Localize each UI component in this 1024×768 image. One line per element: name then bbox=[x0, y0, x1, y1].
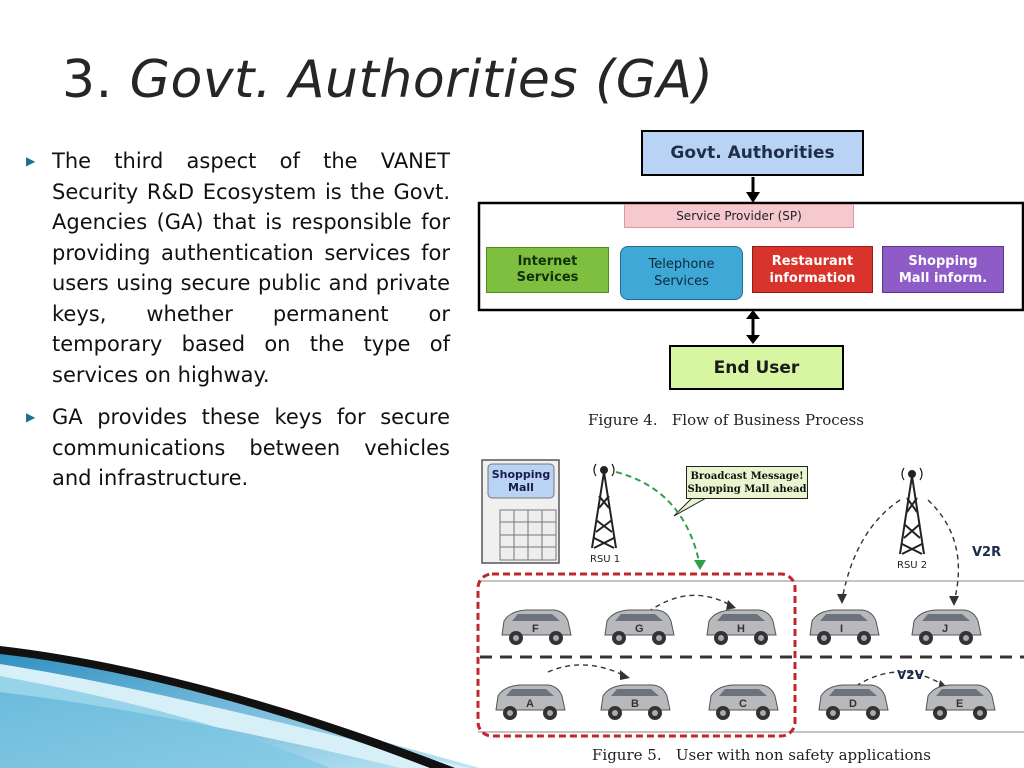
car-f: F bbox=[498, 605, 574, 647]
end-user-box: End User bbox=[669, 345, 844, 390]
car-icon bbox=[708, 684, 779, 720]
car-letter: I bbox=[840, 623, 844, 635]
telephone-label-line2: Services bbox=[654, 274, 709, 289]
bullet-arrow-icon: ▶ bbox=[26, 154, 36, 168]
car-letter: C bbox=[739, 698, 747, 710]
bullet-item: ▶ The third aspect of the VANET Security … bbox=[18, 146, 450, 390]
v2v-label: V2V bbox=[897, 668, 924, 682]
shopping-label-line2: Mall inform. bbox=[898, 270, 988, 286]
broadcast-line2: Shopping Mall ahead bbox=[687, 483, 807, 495]
car-d: D bbox=[815, 680, 891, 722]
restaurant-information-box: Restaurant information bbox=[752, 246, 873, 293]
car-icon bbox=[809, 609, 880, 645]
rsu2-tower-icon bbox=[899, 467, 925, 555]
car-h: H bbox=[703, 605, 779, 647]
car-icon bbox=[911, 609, 982, 645]
restaurant-label-line1: Restaurant bbox=[771, 253, 854, 269]
telephone-label-line1: Telephone bbox=[648, 257, 715, 272]
mall-sign-line2: Mall bbox=[508, 480, 534, 494]
car-icon bbox=[600, 684, 671, 720]
bullet-arrow-icon: ▶ bbox=[26, 410, 36, 424]
govt-authorities-box: Govt. Authorities bbox=[641, 130, 864, 176]
bullet-item: ▶ GA provides these keys for secure commu… bbox=[18, 402, 450, 494]
telephone-services-box: Telephone Services bbox=[620, 246, 743, 300]
mall-sign-line1: Shopping bbox=[491, 467, 551, 481]
car-icon bbox=[501, 609, 572, 645]
car-e: E bbox=[922, 680, 998, 722]
shopping-mall-box: Shopping Mall inform. bbox=[882, 246, 1004, 293]
car-c: C bbox=[705, 680, 781, 722]
car-letter: E bbox=[956, 698, 964, 710]
car-icon bbox=[818, 684, 889, 720]
car-letter: A bbox=[526, 698, 534, 710]
mall-sign: Shopping Mall bbox=[489, 464, 553, 497]
shopping-mall-building bbox=[481, 459, 560, 564]
figure5-scene bbox=[476, 459, 1024, 738]
bullet-text: The third aspect of the VANET Security R… bbox=[52, 149, 450, 387]
car-a: A bbox=[492, 680, 568, 722]
car-letter: G bbox=[635, 623, 644, 635]
rsu2-label: RSU 2 bbox=[897, 560, 928, 571]
v2r-label: V2R bbox=[972, 545, 1002, 560]
bullet-text: GA provides these keys for secure commun… bbox=[52, 405, 450, 490]
car-letter: F bbox=[532, 623, 539, 635]
figure4-caption: Figure 4. Flow of Business Process bbox=[588, 411, 864, 429]
rsu1-label: RSU 1 bbox=[590, 554, 621, 565]
bullet-list: ▶ The third aspect of the VANET Security … bbox=[18, 146, 450, 506]
car-letter: H bbox=[737, 623, 745, 635]
title-main: Govt. Authorities (GA) bbox=[129, 50, 714, 110]
shopping-label-line1: Shopping bbox=[908, 253, 978, 269]
restaurant-label-line2: information bbox=[769, 270, 856, 286]
car-g: G bbox=[601, 605, 677, 647]
car-letter: B bbox=[631, 698, 639, 710]
figure4-connectors bbox=[477, 177, 1024, 344]
decorative-swoosh bbox=[0, 646, 480, 768]
car-icon bbox=[604, 609, 675, 645]
figure5-caption: Figure 5. User with non safety applicati… bbox=[592, 746, 931, 764]
broadcast-message-callout: Broadcast Message! Shopping Mall ahead bbox=[686, 466, 808, 499]
title-number: 3. bbox=[62, 50, 113, 110]
rsu1-tower-icon bbox=[591, 463, 617, 549]
slide-title: 3. Govt. Authorities (GA) bbox=[62, 50, 713, 110]
car-i: I bbox=[806, 605, 882, 647]
internet-services-box: Internet Services bbox=[486, 247, 609, 293]
car-letter: D bbox=[849, 698, 857, 710]
broadcast-line1: Broadcast Message! bbox=[690, 470, 804, 482]
car-j: J bbox=[908, 605, 984, 647]
car-icon bbox=[925, 684, 996, 720]
car-icon bbox=[495, 684, 566, 720]
car-icon bbox=[706, 609, 777, 645]
car-letter: J bbox=[942, 623, 949, 635]
internet-label-line2: Services bbox=[516, 270, 579, 285]
car-b: B bbox=[597, 680, 673, 722]
service-provider-box: Service Provider (SP) bbox=[624, 204, 854, 228]
internet-label-line1: Internet bbox=[517, 254, 578, 269]
